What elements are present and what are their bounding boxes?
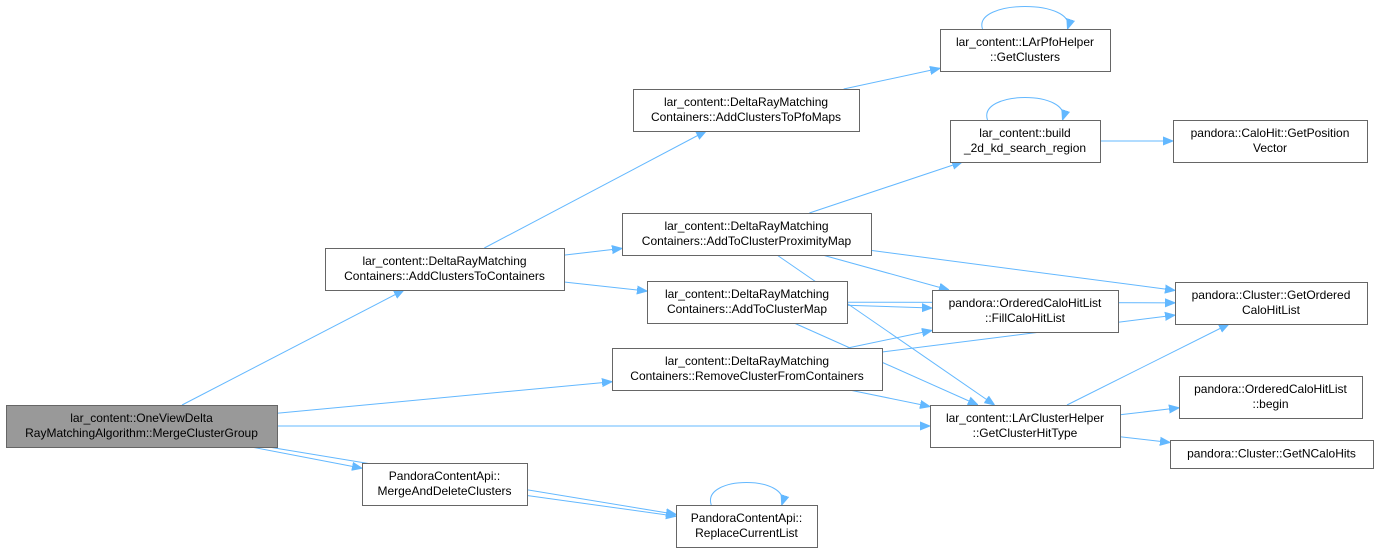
node-label-mergeAndDelete-line-0: PandoraContentApi:: (389, 469, 500, 483)
node-fillCaloHitList[interactable]: pandora::OrderedCaloHitList::FillCaloHit… (932, 290, 1119, 333)
node-build2dKd[interactable]: lar_content::build_2d_kd_search_region (950, 120, 1101, 163)
node-label-begin-line-0: pandora::OrderedCaloHitList (1194, 382, 1347, 396)
edge-removeClusterFromContainers-to-getClusterHitType (849, 389, 930, 407)
node-box-addToClusterMap[interactable] (647, 281, 848, 324)
node-root[interactable]: lar_content::OneViewDeltaRayMatchingAlgo… (6, 405, 278, 448)
node-label-getOrderedCaloHitList-line-1: CaloHitList (1242, 303, 1301, 317)
edge-addToClusterProximityMap-to-fillCaloHitList (822, 254, 949, 290)
node-label-addToClusterProximityMap-line-0: lar_content::DeltaRayMatching (664, 219, 828, 233)
node-label-build2dKd-line-1: _2d_kd_search_region (963, 141, 1086, 155)
edge-addClustersToContainers-to-addClustersToPfoMaps (484, 131, 706, 249)
edge-addToClusterProximityMap-to-build2dKd (809, 162, 962, 214)
edge-root-to-removeClusterFromContainers (276, 382, 612, 414)
node-begin[interactable]: pandora::OrderedCaloHitList::begin (1179, 376, 1363, 419)
node-addClustersToPfoMaps[interactable]: lar_content::DeltaRayMatchingContainers:… (633, 89, 860, 132)
node-box-getNCaloHits[interactable] (1170, 440, 1374, 469)
node-box-getPositionVector[interactable] (1173, 120, 1368, 163)
node-label-addClustersToContainers-line-1: Containers::AddClustersToContainers (344, 269, 545, 283)
node-box-root[interactable] (6, 405, 278, 448)
node-label-getPositionVector-line-1: Vector (1253, 141, 1287, 155)
edge-getClusters-to-getClusters (981, 6, 1068, 30)
node-addToClusterProximityMap[interactable]: lar_content::DeltaRayMatchingContainers:… (622, 213, 872, 256)
node-box-fillCaloHitList[interactable] (932, 290, 1119, 333)
node-box-removeClusterFromContainers[interactable] (612, 348, 883, 391)
node-box-build2dKd[interactable] (950, 120, 1101, 163)
node-box-getOrderedCaloHitList[interactable] (1175, 282, 1368, 325)
node-label-getNCaloHits-line-0: pandora::Cluster::GetNCaloHits (1187, 447, 1356, 461)
node-box-addToClusterProximityMap[interactable] (622, 213, 872, 256)
edge-addToClusterMap-to-fillCaloHitList (846, 305, 932, 308)
edge-build2dKd-to-build2dKd (986, 97, 1063, 121)
node-label-addToClusterMap-line-1: Containers::AddToClusterMap (667, 302, 827, 316)
edge-replaceCurrentList-to-replaceCurrentList (710, 482, 782, 506)
edge-root-to-addClustersToContainers (181, 290, 404, 406)
node-replaceCurrentList[interactable]: PandoraContentApi::ReplaceCurrentList (676, 505, 818, 548)
edge-addToClusterProximityMap-to-getClusterHitType (776, 254, 995, 405)
node-box-addClustersToContainers[interactable] (325, 248, 565, 291)
node-label-removeClusterFromContainers-line-0: lar_content::DeltaRayMatching (665, 354, 829, 368)
node-label-addClustersToPfoMaps-line-1: Containers::AddClustersToPfoMaps (651, 110, 841, 124)
edge-addClustersToPfoMaps-to-getClusters (843, 68, 940, 90)
node-label-replaceCurrentList-line-0: PandoraContentApi:: (691, 511, 802, 525)
node-label-begin-line-1: ::begin (1252, 397, 1288, 411)
node-label-getClusters-line-0: lar_content::LArPfoHelper (956, 35, 1094, 49)
node-label-getClusterHitType-line-1: ::GetClusterHitType (973, 426, 1078, 440)
edge-getClusterHitType-to-getOrderedCaloHitList (1066, 324, 1229, 406)
node-getClusters[interactable]: lar_content::LArPfoHelper::GetClusters (940, 29, 1111, 72)
node-mergeAndDelete[interactable]: PandoraContentApi::MergeAndDeleteCluster… (362, 463, 528, 506)
edge-removeClusterFromContainers-to-getOrderedCaloHitList (881, 315, 1175, 353)
edge-addClustersToContainers-to-addToClusterProximityMap (563, 248, 622, 256)
node-removeClusterFromContainers[interactable]: lar_content::DeltaRayMatchingContainers:… (612, 348, 883, 391)
node-label-replaceCurrentList-line-1: ReplaceCurrentList (695, 526, 798, 540)
node-label-root-line-0: lar_content::OneViewDelta (70, 411, 213, 425)
node-addToClusterMap[interactable]: lar_content::DeltaRayMatchingContainers:… (647, 281, 848, 324)
node-label-getClusters-line-1: ::GetClusters (990, 50, 1060, 64)
edge-addToClusterMap-to-getClusterHitType (793, 322, 978, 405)
nodes: lar_content::OneViewDeltaRayMatchingAlgo… (6, 29, 1374, 548)
node-getNCaloHits[interactable]: pandora::Cluster::GetNCaloHits (1170, 440, 1374, 469)
node-label-mergeAndDelete-line-1: MergeAndDeleteClusters (377, 484, 511, 498)
node-box-mergeAndDelete[interactable] (362, 463, 528, 506)
node-label-getClusterHitType-line-0: lar_content::LArClusterHelper (946, 411, 1104, 425)
node-box-addClustersToPfoMaps[interactable] (633, 89, 860, 132)
edge-removeClusterFromContainers-to-fillCaloHitList (847, 330, 932, 349)
edge-addToClusterProximityMap-to-getOrderedCaloHitList (870, 249, 1175, 290)
node-label-getPositionVector-line-0: pandora::CaloHit::GetPosition (1191, 126, 1350, 140)
node-label-fillCaloHitList-line-1: ::FillCaloHitList (985, 311, 1066, 325)
edge-getClusterHitType-to-getNCaloHits (1119, 436, 1170, 443)
node-label-addToClusterMap-line-0: lar_content::DeltaRayMatching (665, 287, 829, 301)
edge-mergeAndDelete-to-replaceCurrentList (526, 494, 676, 516)
node-box-getClusterHitType[interactable] (930, 405, 1121, 448)
node-box-replaceCurrentList[interactable] (676, 505, 818, 548)
node-label-removeClusterFromContainers-line-1: Containers::RemoveClusterFromContainers (630, 369, 863, 383)
node-addClustersToContainers[interactable]: lar_content::DeltaRayMatchingContainers:… (325, 248, 565, 291)
node-label-fillCaloHitList-line-0: pandora::OrderedCaloHitList (949, 296, 1102, 310)
node-label-build2dKd-line-0: lar_content::build (979, 126, 1070, 140)
node-box-getClusters[interactable] (940, 29, 1111, 72)
node-label-addToClusterProximityMap-line-1: Containers::AddToClusterProximityMap (642, 234, 852, 248)
node-label-getOrderedCaloHitList-line-0: pandora::Cluster::GetOrdered (1192, 288, 1351, 302)
edge-root-to-mergeAndDelete (251, 446, 362, 468)
node-box-begin[interactable] (1179, 376, 1363, 419)
edge-addClustersToContainers-to-addToClusterMap (563, 281, 647, 291)
node-label-root-line-1: RayMatchingAlgorithm::MergeClusterGroup (25, 426, 258, 440)
edge-getClusterHitType-to-begin (1119, 408, 1179, 416)
node-getClusterHitType[interactable]: lar_content::LArClusterHelper::GetCluste… (930, 405, 1121, 448)
node-label-addClustersToContainers-line-0: lar_content::DeltaRayMatching (362, 254, 526, 268)
node-label-addClustersToPfoMaps-line-0: lar_content::DeltaRayMatching (664, 95, 828, 109)
